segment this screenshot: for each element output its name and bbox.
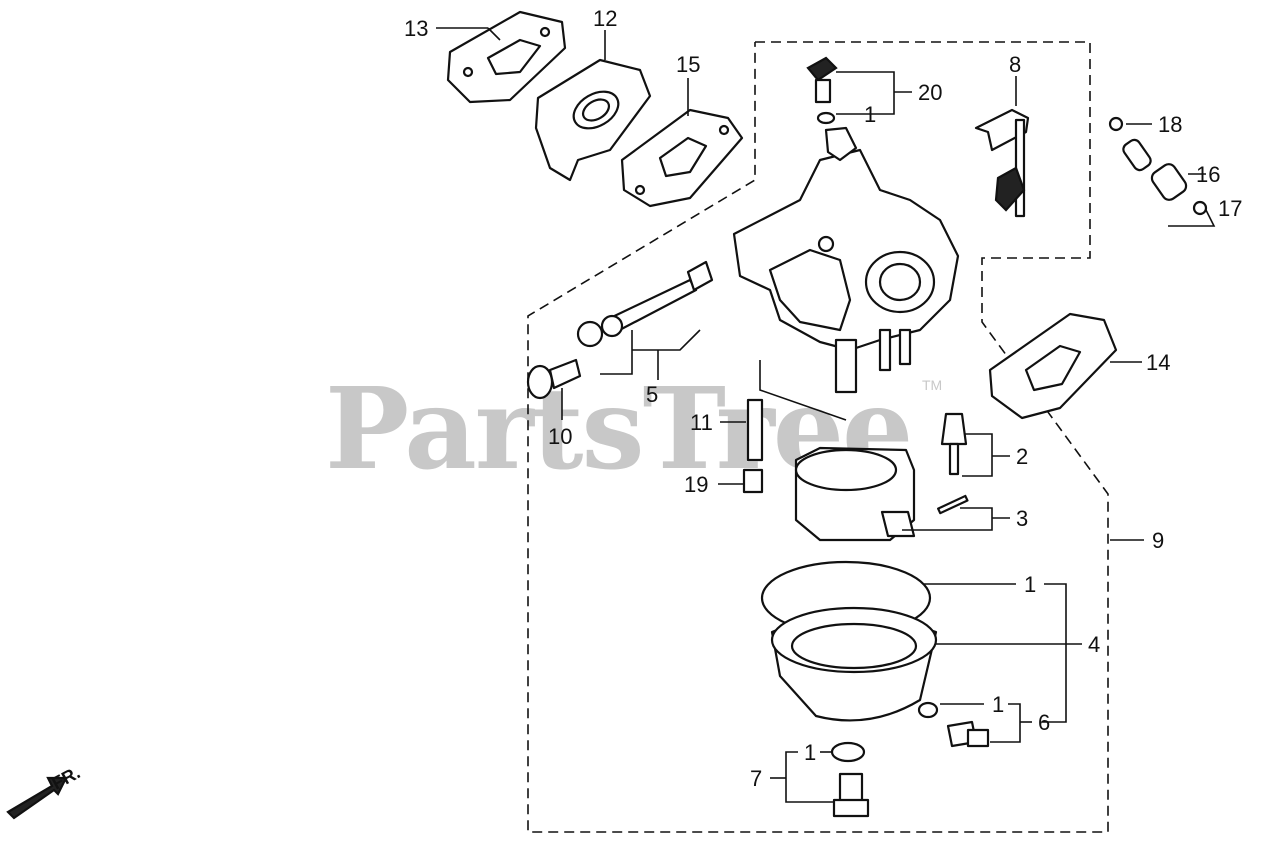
callout-1-bowl: 1 bbox=[1024, 572, 1036, 597]
washer-1[interactable] bbox=[917, 701, 939, 719]
float-valve-2[interactable] bbox=[940, 412, 968, 476]
gasket-13[interactable] bbox=[446, 10, 567, 104]
callout-5: 5 bbox=[646, 382, 658, 407]
callout-6: 6 bbox=[1038, 710, 1050, 735]
fuel-tube-16[interactable] bbox=[1121, 138, 1189, 203]
callout-15: 15 bbox=[676, 52, 700, 77]
callout-14: 14 bbox=[1146, 350, 1170, 375]
screw-20[interactable] bbox=[806, 56, 838, 125]
callout-19: 19 bbox=[684, 472, 708, 497]
callout-17: 17 bbox=[1218, 196, 1242, 221]
washer-1-bolt[interactable] bbox=[830, 741, 866, 763]
callout-7: 7 bbox=[750, 766, 762, 791]
carburetor-body[interactable] bbox=[732, 126, 960, 394]
main-jet-19[interactable] bbox=[742, 468, 764, 494]
callout-8: 8 bbox=[1009, 52, 1021, 77]
float-chamber-4[interactable] bbox=[770, 606, 938, 722]
callout-4: 4 bbox=[1088, 632, 1100, 657]
callout-16: 16 bbox=[1196, 162, 1220, 187]
leader-lines bbox=[436, 27, 1216, 803]
drain-screw-6[interactable] bbox=[946, 720, 990, 748]
gasket-14[interactable] bbox=[988, 312, 1118, 420]
assembly-outline bbox=[527, 41, 1109, 833]
choke-valve-8[interactable] bbox=[974, 108, 1030, 218]
clip-18[interactable] bbox=[1108, 116, 1124, 132]
callout-2: 2 bbox=[1016, 444, 1028, 469]
clip-17[interactable] bbox=[1192, 200, 1208, 216]
callout-13: 13 bbox=[404, 16, 428, 41]
drain-screw-10[interactable] bbox=[526, 358, 582, 400]
callout-11: 11 bbox=[690, 410, 713, 435]
callout-9: 9 bbox=[1152, 528, 1164, 553]
float[interactable] bbox=[794, 446, 916, 542]
float-pin-3[interactable] bbox=[937, 494, 969, 515]
callout-1-bolt: 1 bbox=[804, 740, 816, 765]
watermark-trademark: TM bbox=[922, 377, 942, 393]
callout-3: 3 bbox=[1016, 506, 1028, 531]
callout-10: 10 bbox=[548, 424, 572, 449]
callout-1-drain: 1 bbox=[992, 692, 1004, 717]
bolt-7[interactable] bbox=[832, 772, 870, 818]
callout-18: 18 bbox=[1158, 112, 1182, 137]
pilot-screw-5[interactable] bbox=[576, 260, 714, 348]
callout-1-top: 1 bbox=[864, 102, 876, 127]
callout-12: 12 bbox=[593, 6, 617, 31]
gasket-15[interactable] bbox=[620, 108, 744, 208]
front-arrow-icon bbox=[6, 776, 68, 820]
main-nozzle-11[interactable] bbox=[746, 398, 764, 462]
callout-20: 20 bbox=[918, 80, 942, 105]
insulator-12[interactable] bbox=[534, 58, 652, 182]
